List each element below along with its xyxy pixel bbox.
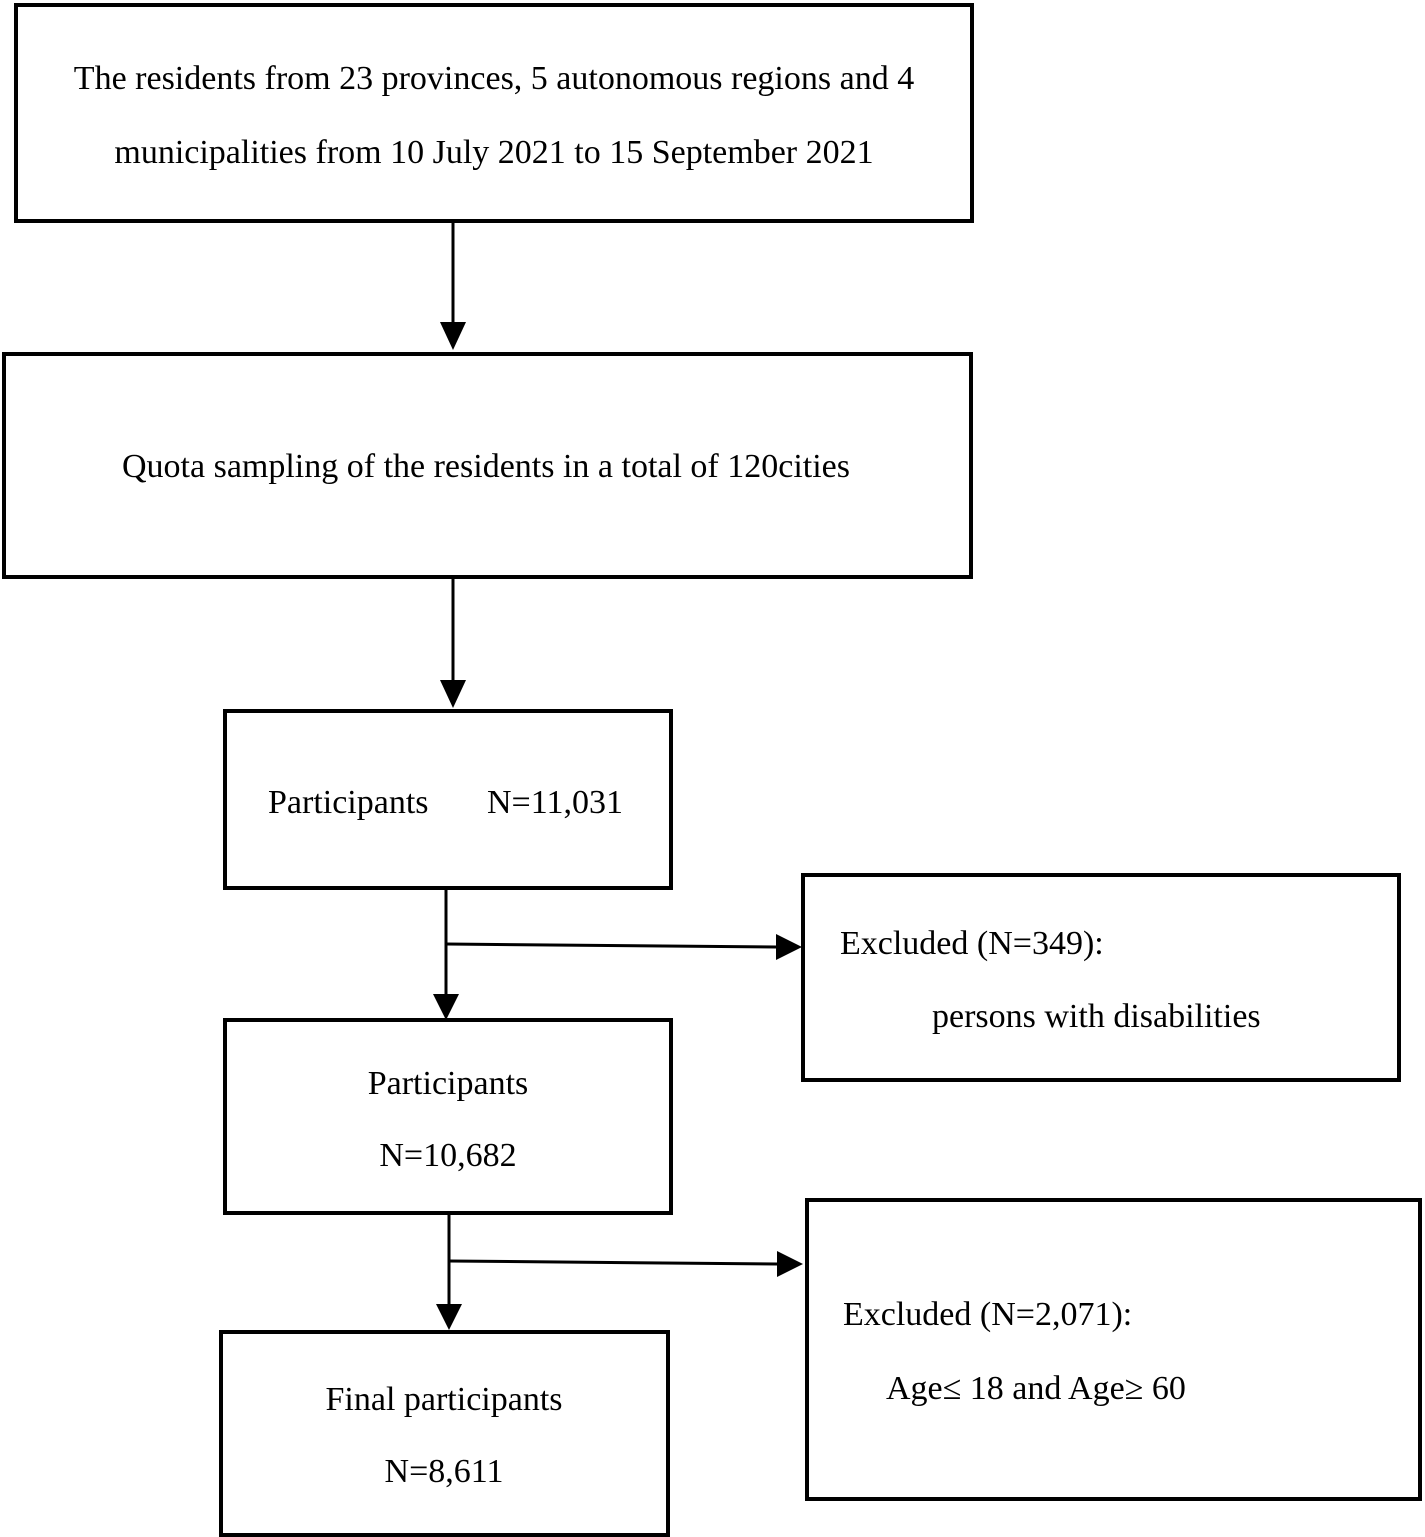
- residents-box: [14, 3, 974, 223]
- arrow-to-excluded-1: [445, 942, 777, 949]
- arrow-to-excluded-2: [448, 1259, 778, 1266]
- arrowhead-down-1: [440, 322, 466, 350]
- participants-box: [223, 709, 673, 890]
- participants-count: N=11,031: [487, 784, 623, 821]
- participants-after-exclusion-label: Participants: [367, 1065, 529, 1102]
- participants-label: Participants: [268, 784, 429, 821]
- final-participants-label: Final participants: [325, 1381, 563, 1418]
- arrowhead-down-2: [440, 680, 466, 708]
- excluded-disabilities-reason: persons with disabilities: [932, 998, 1261, 1035]
- final-participants-box: [219, 1330, 670, 1537]
- final-participants-count: N=8,611: [384, 1453, 504, 1490]
- excluded-disabilities-box: [801, 873, 1401, 1082]
- arrowhead-right-1: [776, 934, 802, 960]
- excluded-age-reason: Age≤ 18 and Age≥ 60: [886, 1370, 1186, 1407]
- participants-after-exclusion-count: N=10,682: [379, 1137, 517, 1174]
- sampling-text: Quota sampling of the residents in a tot…: [121, 448, 851, 485]
- residents-line-2: municipalities from 10 July 2021 to 15 S…: [114, 134, 874, 171]
- excluded-disabilities-title: Excluded (N=349):: [840, 925, 1104, 962]
- participants-after-exclusion-box: [223, 1018, 673, 1215]
- excluded-age-title: Excluded (N=2,071):: [843, 1296, 1133, 1333]
- arrowhead-right-2: [777, 1251, 803, 1277]
- sampling-box: [2, 352, 973, 579]
- arrowhead-down-4: [436, 1304, 462, 1330]
- arrowhead-down-3: [433, 994, 459, 1020]
- residents-line-1: The residents from 23 provinces, 5 auton…: [73, 60, 915, 97]
- excluded-age-box: [805, 1198, 1422, 1501]
